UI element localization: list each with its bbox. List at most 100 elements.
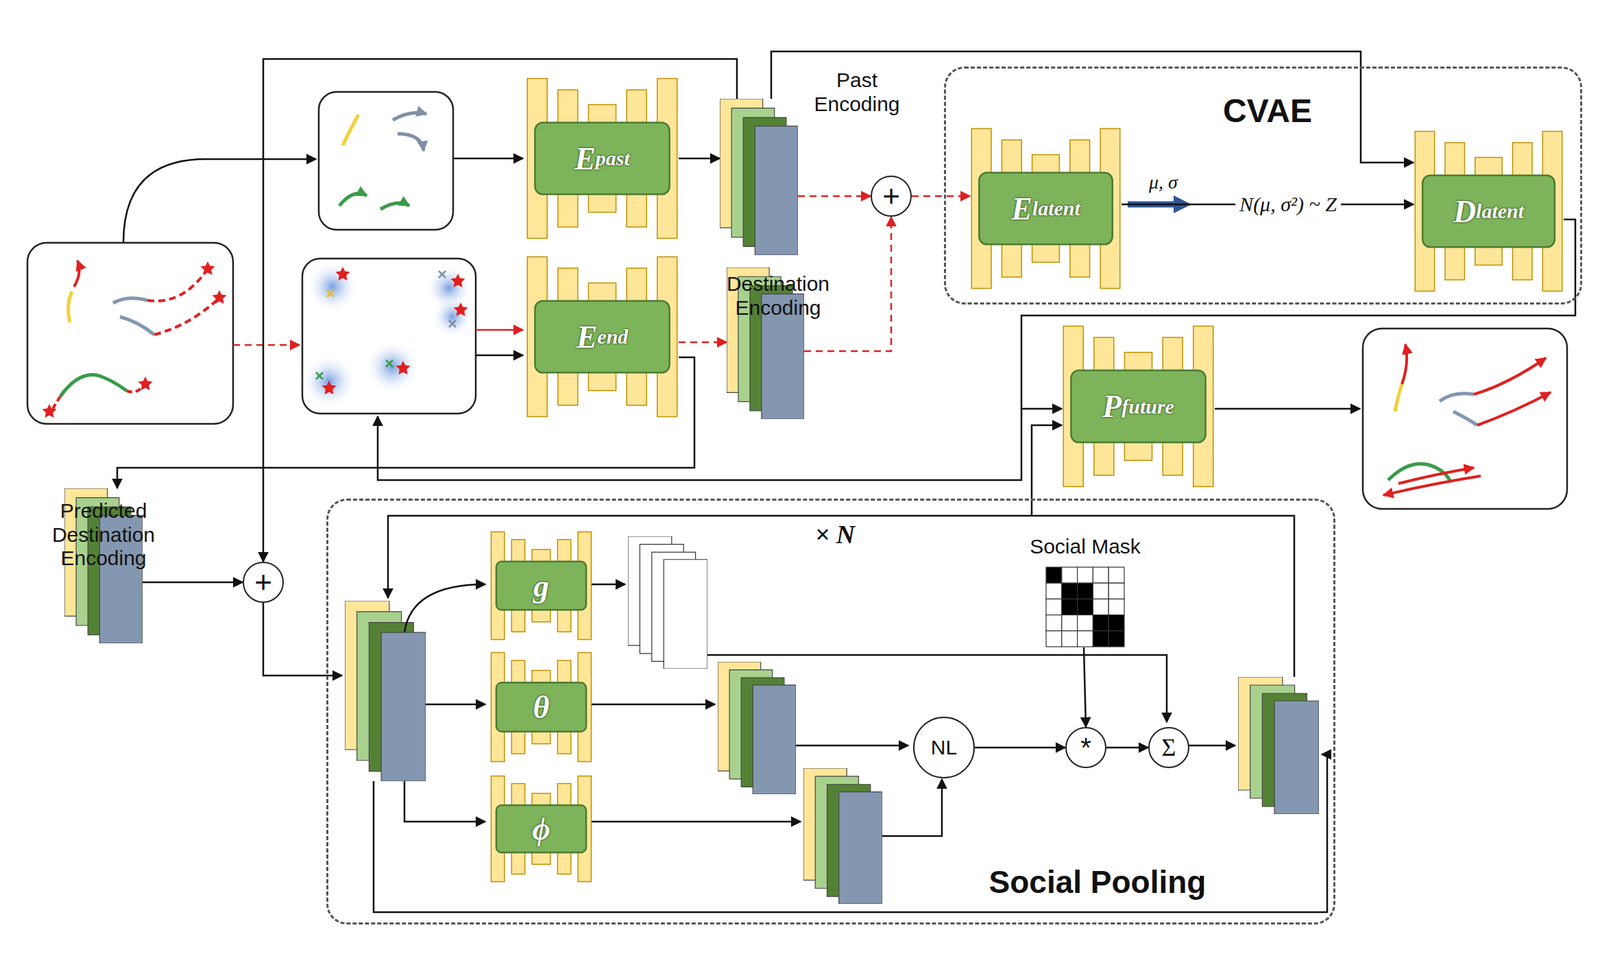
prediction-panel xyxy=(1477,392,1551,426)
connector xyxy=(678,157,720,160)
destination-panel xyxy=(449,320,456,327)
stack-label: Predicted Destination Encoding xyxy=(38,499,169,571)
mask-grid xyxy=(1108,566,1125,583)
feature-stack xyxy=(1238,676,1319,814)
destination-panel xyxy=(396,360,411,375)
dashed-flow-wire xyxy=(233,329,524,345)
mask-grid xyxy=(1092,598,1109,615)
mask-grid xyxy=(1046,614,1062,631)
pooling-wire xyxy=(425,703,486,706)
input-scene-panel xyxy=(147,271,206,301)
encoder-bars xyxy=(1063,325,1214,487)
mask-grid xyxy=(1092,582,1109,599)
mask-grid xyxy=(1046,566,1062,583)
encoder-label: ϕ xyxy=(490,774,593,883)
destination-panel xyxy=(302,258,476,414)
destination-panel xyxy=(385,359,393,367)
pooling-wire xyxy=(404,584,486,633)
connector xyxy=(1106,746,1149,749)
dashed-flow-wire xyxy=(475,329,524,332)
encoder-bars xyxy=(490,531,591,640)
mask-grid xyxy=(1061,598,1078,615)
stack-label: Past Encoding xyxy=(802,68,912,116)
block-name: D xyxy=(1453,193,1476,230)
block-name: P xyxy=(1102,388,1122,425)
mask-grid xyxy=(1061,630,1078,647)
encoder-label: Dlatent xyxy=(1413,129,1564,293)
input-scene-panel xyxy=(68,291,72,323)
block-subscript: latent xyxy=(1475,199,1524,223)
group-title: Social Pooling xyxy=(960,863,1235,901)
mask-grid xyxy=(1108,582,1125,599)
destination-panel xyxy=(301,258,476,414)
connector xyxy=(911,195,971,198)
encoder-block: Dlatent xyxy=(1413,129,1564,293)
flow-wire xyxy=(1214,407,1361,410)
pooling-wire xyxy=(263,515,1328,912)
block-name: E xyxy=(576,318,598,356)
flow-wire xyxy=(475,354,524,357)
stack-label: Destination Encoding xyxy=(706,272,851,320)
mask-grid xyxy=(1061,582,1078,599)
block-subscript: end xyxy=(597,324,628,349)
encoder-label: Eend xyxy=(525,255,679,419)
prediction-panel xyxy=(1383,475,1481,495)
operator-circle: NL xyxy=(913,716,975,779)
pooling-wire xyxy=(795,744,909,747)
operator-symbol: * xyxy=(1080,733,1092,761)
input-scene-panel xyxy=(27,242,234,424)
input-scene-panel xyxy=(74,260,80,287)
destination-panel xyxy=(453,302,469,317)
block-name: θ xyxy=(533,688,550,726)
encoder-label: Elatent xyxy=(970,126,1122,290)
mask-grid xyxy=(1108,630,1125,647)
block-subscript: past xyxy=(595,146,630,171)
pooling-wire xyxy=(590,583,626,586)
connector xyxy=(678,341,727,344)
encoder-label: Pfuture xyxy=(1061,324,1215,489)
feature-stack xyxy=(717,661,796,794)
feature-stack: Destination Encoding xyxy=(726,267,805,419)
feature-stack xyxy=(719,98,798,256)
operator-symbol: + xyxy=(254,566,273,598)
encoder-bars xyxy=(527,78,678,238)
flow-wire xyxy=(453,157,524,160)
flow-wire xyxy=(377,408,1022,480)
pooling-wire xyxy=(388,515,1295,677)
encoder-block: g xyxy=(490,530,593,641)
destination-panel xyxy=(301,353,357,409)
operator-symbol: NL xyxy=(930,736,957,758)
operator-circle: + xyxy=(870,175,912,217)
connector xyxy=(1031,425,1062,499)
mask-grid xyxy=(1046,630,1062,647)
prediction-panel xyxy=(1401,344,1407,384)
mask-grid xyxy=(1077,566,1094,583)
operator-circle: * xyxy=(1065,726,1107,768)
block-subscript: future xyxy=(1121,394,1175,419)
pooling-wire xyxy=(263,602,343,676)
group-title: CVAE xyxy=(1185,91,1350,130)
mask-grid xyxy=(1092,566,1109,583)
connector xyxy=(797,195,871,198)
past-trajectory-panel xyxy=(318,91,454,230)
pooling-wire xyxy=(882,778,942,836)
past-trajectory-panel xyxy=(397,133,424,151)
past-trajectory-panel xyxy=(392,112,427,120)
block-name: ϕ xyxy=(531,810,551,847)
prediction-panel xyxy=(1398,467,1474,484)
past-trajectory-panel xyxy=(380,202,410,210)
encoder-block: Epast xyxy=(525,76,679,240)
feature-stack xyxy=(344,600,426,781)
encoder-block: Elatent xyxy=(970,126,1122,290)
feature-stack: Predicted Destination Encoding xyxy=(64,488,143,644)
dashed-group: CVAE Elatent Dlatent xyxy=(943,66,1583,305)
past-trajectory-panel xyxy=(342,114,359,146)
mask-grid xyxy=(1092,614,1109,631)
operator-circle: + xyxy=(242,561,284,603)
mask-grid xyxy=(1077,582,1094,599)
operator-symbol: + xyxy=(882,180,901,212)
connector xyxy=(1083,647,1086,727)
encoder-block: ϕ xyxy=(490,774,593,883)
